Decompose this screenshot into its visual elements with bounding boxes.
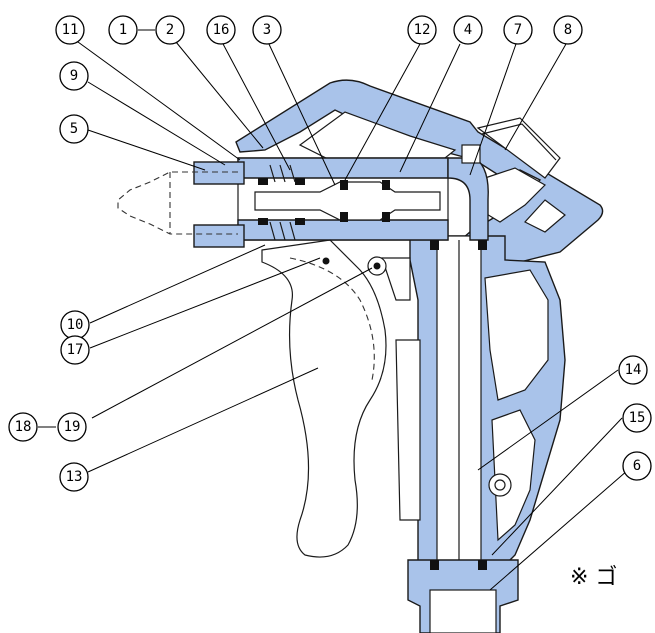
svg-text:12: 12 [414, 22, 431, 38]
svg-text:2: 2 [166, 22, 174, 38]
svg-text:10: 10 [67, 317, 84, 333]
callout-13: 13 [59, 462, 89, 492]
leader-lines [38, 29, 629, 591]
svg-text:9: 9 [70, 68, 78, 84]
callout-12: 12 [407, 15, 437, 45]
svg-text:14: 14 [625, 362, 642, 378]
callout-3: 3 [252, 15, 282, 45]
callout-7: 7 [503, 15, 533, 45]
svg-text:16: 16 [213, 22, 230, 38]
callout-4: 4 [453, 15, 483, 45]
svg-text:6: 6 [633, 458, 641, 474]
svg-text:1: 1 [119, 22, 127, 38]
callout-16: 16 [206, 15, 236, 45]
callout-19: 19 [57, 412, 87, 442]
callout-14: 14 [618, 355, 648, 385]
svg-text:4: 4 [464, 22, 472, 38]
callout-15: 15 [622, 403, 652, 433]
callout-17: 17 [60, 335, 90, 365]
svg-text:7: 7 [514, 22, 522, 38]
callout-10: 10 [60, 310, 90, 340]
o-ring-seals [258, 178, 487, 570]
svg-text:5: 5 [70, 121, 78, 137]
trigger [261, 239, 387, 558]
svg-text:19: 19 [64, 419, 81, 435]
callout-6: 6 [622, 451, 652, 481]
optional-nozzle-tip-dashed [117, 171, 238, 235]
callout-5: 5 [59, 114, 89, 144]
spring [269, 164, 296, 241]
gun-body [193, 79, 604, 633]
callout-9: 9 [59, 61, 89, 91]
svg-text:17: 17 [67, 342, 84, 358]
svg-text:13: 13 [66, 469, 83, 485]
callout-18: 18 [8, 412, 38, 442]
callout-11: 11 [55, 15, 85, 45]
svg-text:3: 3 [263, 22, 271, 38]
svg-text:8: 8 [564, 22, 572, 38]
svg-text:11: 11 [62, 22, 79, 38]
callout-2: 2 [155, 15, 185, 45]
svg-text:15: 15 [629, 410, 646, 426]
svg-text:18: 18 [15, 419, 32, 435]
callout-1: 1 [108, 15, 138, 45]
callout-8: 8 [553, 15, 583, 45]
note-text: ※ ゴ [570, 565, 617, 590]
